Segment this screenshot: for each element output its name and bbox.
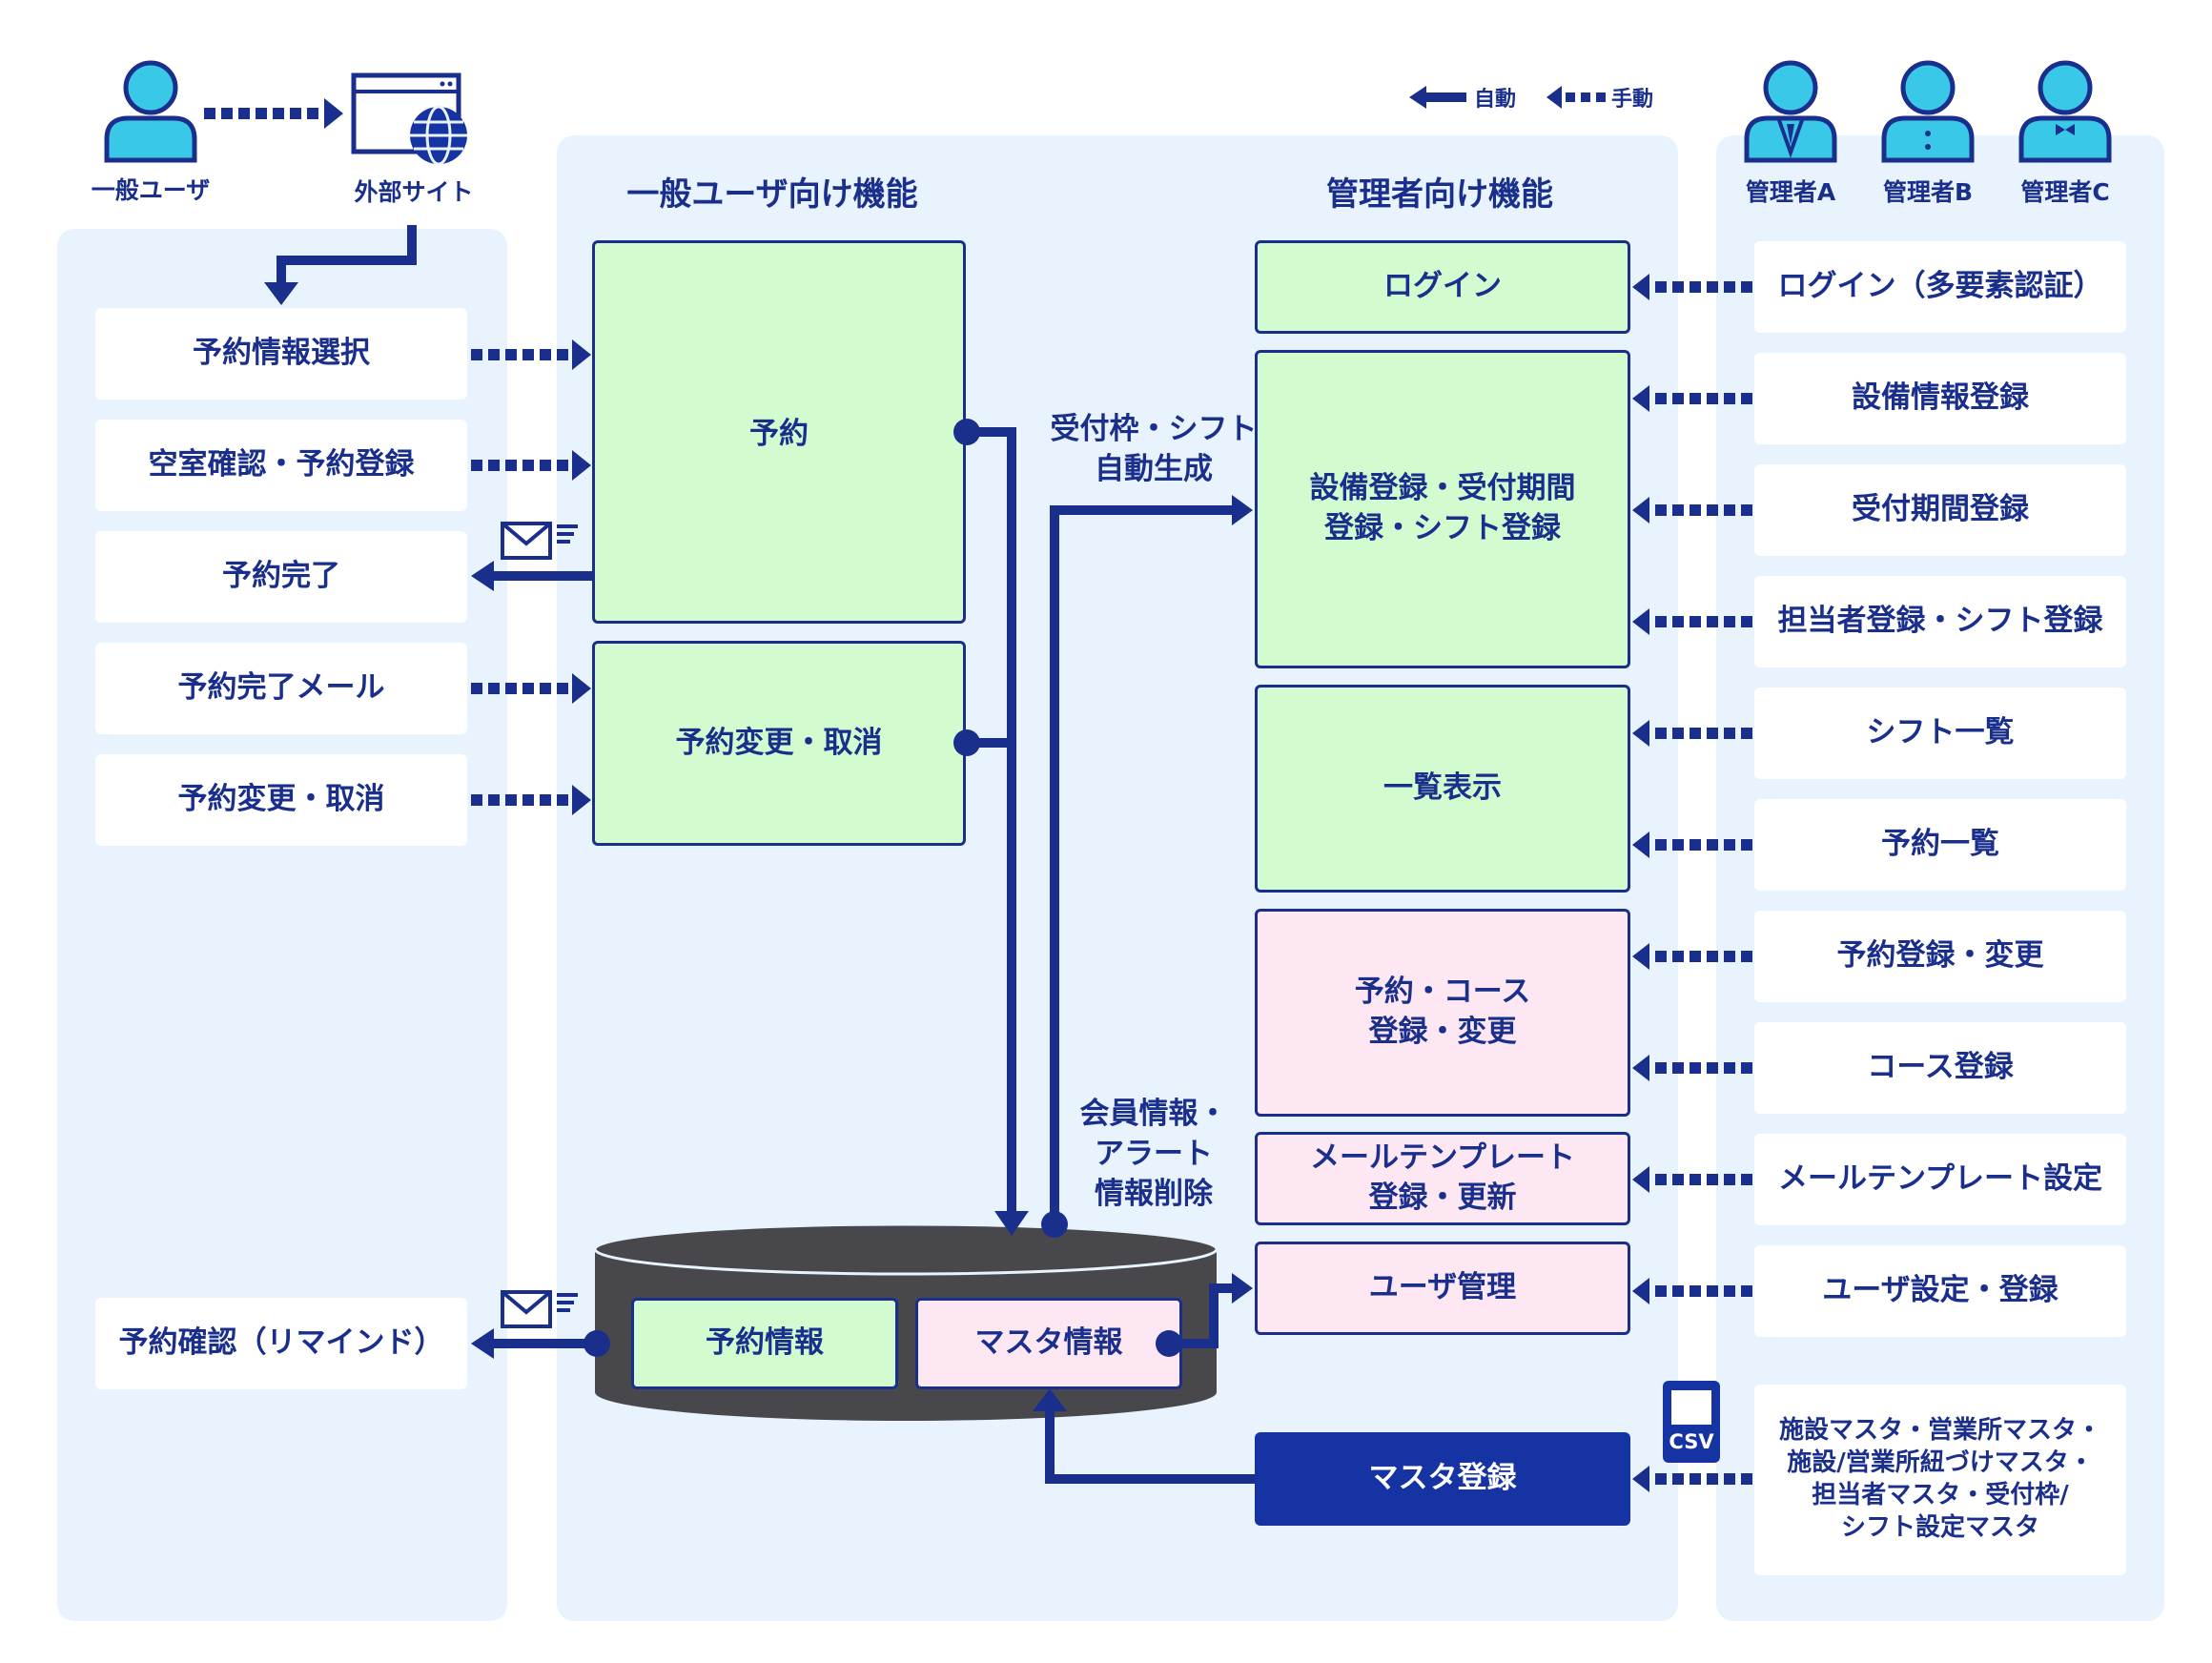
csv-file-icon	[1663, 1381, 1720, 1463]
user-management-function[interactable]: ユーザ管理	[1255, 1242, 1630, 1335]
user-step-change-cancel[interactable]: 予約変更・取消	[95, 754, 467, 846]
dotted-arrow-step-5	[471, 785, 591, 815]
reservation-function[interactable]: 予約	[592, 240, 966, 624]
auto-generate-label: 受付枠・シフト 自動生成	[1050, 412, 1258, 486]
dotted-arrow-step-1	[471, 339, 591, 370]
user-step-remind[interactable]: 予約確認（リマインド）	[95, 1298, 467, 1389]
arrow-master-reg-to-master-info	[1033, 1388, 1255, 1484]
dotted-arrow-step-4	[471, 673, 591, 704]
dotted-arrow-user-to-site	[204, 98, 343, 129]
admin-c-icon	[2018, 60, 2112, 163]
db-reservation-info[interactable]: 予約情報	[631, 1298, 898, 1389]
arrow-site-to-steps	[264, 225, 417, 305]
db-master-info[interactable]: マスタ情報	[915, 1298, 1182, 1389]
arrow-user-functions-to-db	[953, 419, 1029, 1236]
admin-a-icon	[1744, 60, 1837, 163]
general-user-icon	[104, 60, 197, 163]
change-cancel-function[interactable]: 予約変更・取消	[592, 641, 966, 846]
dotted-arrow-step-2	[471, 450, 591, 481]
facility-registration-function[interactable]: 設備登録・受付期間 登録・シフト登録	[1255, 350, 1630, 668]
admin-action-facility-info[interactable]: 設備情報登録	[1754, 353, 2126, 444]
legend-manual-label: 手動	[1611, 88, 1654, 112]
user-step-complete[interactable]: 予約完了	[95, 531, 467, 623]
admin-action-course[interactable]: コース登録	[1754, 1022, 2126, 1114]
mail-complete-icon	[501, 522, 578, 560]
mail-template-function[interactable]: メールテンプレート 登録・更新	[1255, 1132, 1630, 1225]
admin-c-label: 管理者C	[2020, 178, 2110, 206]
legend-auto-arrow-icon	[1409, 86, 1466, 109]
course-registration-function[interactable]: 予約・コース 登録・変更	[1255, 909, 1630, 1117]
user-functions-title: 一般ユーザ向け機能	[626, 175, 918, 214]
admin-action-staff-shift[interactable]: 担当者登録・シフト登録	[1754, 576, 2126, 667]
admin-action-masters[interactable]: 施設マスタ・営業所マスタ・ 施設/営業所紐づけマスタ・ 担当者マスタ・受付枠/ …	[1754, 1385, 2126, 1575]
admin-action-user-settings[interactable]: ユーザ設定・登録	[1754, 1245, 2126, 1337]
legend-auto-label: 自動	[1474, 88, 1517, 112]
external-site-label: 外部サイト	[354, 178, 474, 206]
admin-functions-title: 管理者向け機能	[1326, 175, 1553, 214]
mail-remind-icon	[501, 1290, 578, 1328]
admin-a-label: 管理者A	[1745, 178, 1836, 206]
login-function[interactable]: ログイン	[1255, 240, 1630, 334]
legend-manual-arrow-icon	[1546, 86, 1606, 109]
arrow-master-to-user-mgmt	[1156, 1273, 1253, 1357]
admin-action-reservation-list[interactable]: 予約一覧	[1754, 799, 2126, 891]
arrow-db-to-facility	[1041, 495, 1253, 1238]
admin-action-login[interactable]: ログイン（多要素認証）	[1754, 241, 2126, 333]
dotted-arrows-admin-to-functions	[1632, 274, 1752, 1492]
arrow-db-to-remind	[471, 1328, 610, 1359]
admin-action-reception-period[interactable]: 受付期間登録	[1754, 464, 2126, 556]
admin-action-reservation-edit[interactable]: 予約登録・変更	[1754, 911, 2126, 1002]
admin-b-label: 管理者B	[1882, 178, 1974, 206]
user-step-complete-mail[interactable]: 予約完了メール	[95, 643, 467, 734]
admin-action-mail-template[interactable]: メールテンプレート設定	[1754, 1134, 2126, 1225]
general-user-label: 一般ユーザ	[91, 176, 211, 204]
admin-action-shift-list[interactable]: シフト一覧	[1754, 688, 2126, 779]
external-site-icon	[351, 72, 467, 164]
user-step-select-info[interactable]: 予約情報選択	[95, 308, 467, 400]
master-registration-function[interactable]: マスタ登録	[1255, 1432, 1630, 1526]
csv-label: CSV	[1669, 1430, 1714, 1453]
delete-info-label: 会員情報・ アラート 情報削除	[1079, 1097, 1228, 1211]
list-view-function[interactable]: 一覧表示	[1255, 685, 1630, 893]
arrow-reservation-to-complete	[471, 561, 593, 591]
admin-b-icon	[1881, 60, 1975, 163]
user-step-availability[interactable]: 空室確認・予約登録	[95, 420, 467, 511]
